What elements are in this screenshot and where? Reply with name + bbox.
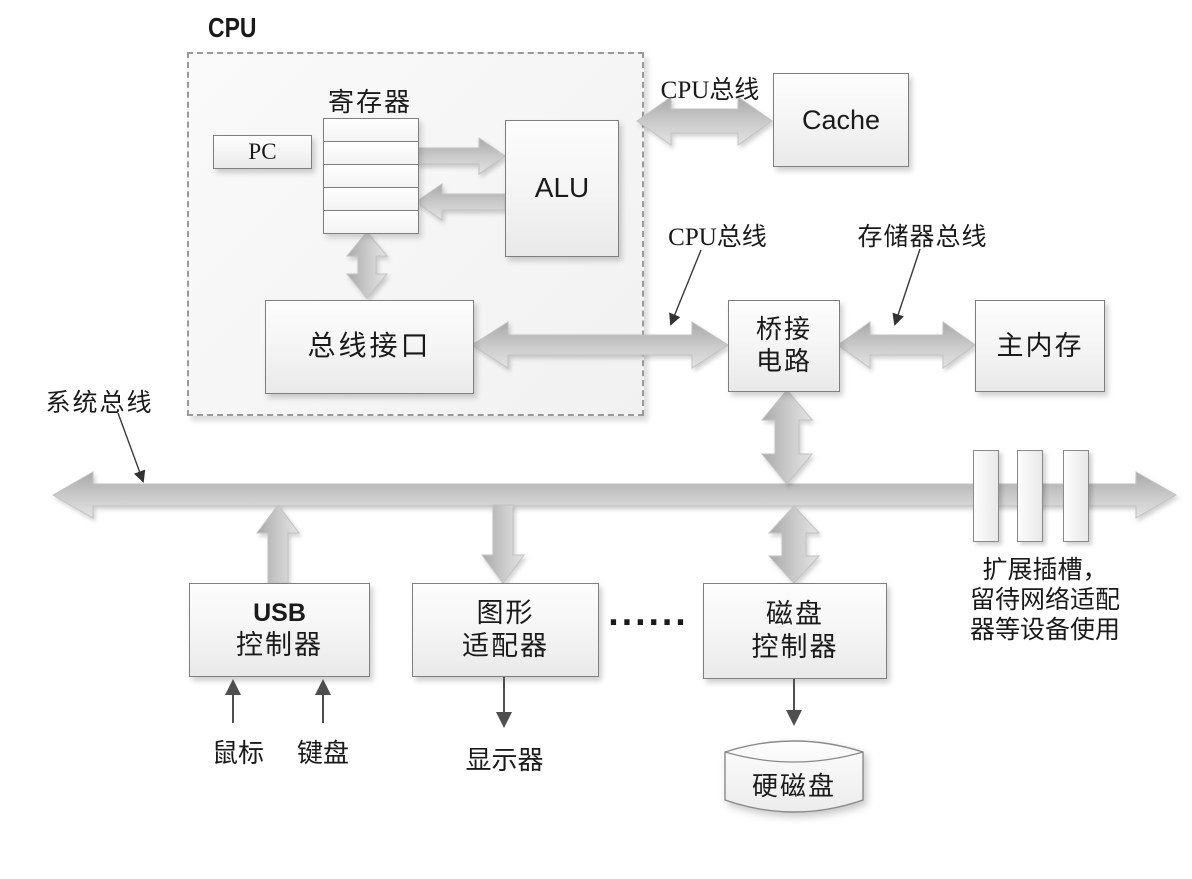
alu-label: ALU — [534, 172, 590, 204]
usb-systembus-arrow — [256, 504, 300, 584]
memory-bus-label: 存储器总线 — [857, 224, 988, 251]
register-cell — [324, 119, 418, 142]
bus-interface-label: 总线接口 — [307, 330, 432, 362]
expansion-slot — [1017, 450, 1043, 542]
register-cell — [324, 188, 418, 211]
usb-label-line2: 控制器 — [236, 629, 323, 660]
disk-label-line2: 控制器 — [751, 632, 839, 662]
registers-to-alu-arrow — [415, 137, 506, 175]
usb-label-line1: USB — [253, 599, 306, 628]
cache-label: Cache — [801, 104, 881, 135]
pc-box: PC — [213, 135, 312, 169]
system-bus-label: 系统总线 — [45, 390, 154, 417]
systembus-graphics-arrow — [481, 504, 525, 584]
bridge-label-line1: 桥接 — [755, 315, 812, 345]
display-label: 显示器 — [465, 746, 544, 775]
hard-disk-label: 硬磁盘 — [751, 772, 836, 801]
register-cell — [324, 142, 418, 165]
expansion-note: 扩展插槽， 留待网络适配 器等设备使用 — [950, 556, 1140, 646]
register-cell — [324, 211, 418, 233]
system-bus-pointer-arrow — [117, 412, 146, 483]
disk-controller-box: 磁盘 控制器 — [703, 583, 887, 679]
register-file — [323, 118, 419, 234]
expansion-slot — [973, 450, 999, 542]
bus-interface-box: 总线接口 — [265, 300, 474, 394]
expansion-slot — [1063, 450, 1089, 542]
bridge-mainmemory-arrow — [837, 321, 976, 369]
mouse-label: 鼠标 — [211, 739, 264, 768]
cache-box: Cache — [773, 73, 909, 167]
system-bus-arrow — [51, 471, 1178, 519]
expansion-note-line2: 留待网络适配 — [969, 587, 1120, 614]
cpu-cache-bus-arrow — [636, 96, 773, 146]
cpu-region-title: CPU — [208, 12, 257, 43]
alu-box: ALU — [505, 120, 619, 257]
systembus-disk-arrow — [767, 505, 821, 584]
businterface-bridge-arrow — [471, 321, 729, 369]
bridge-systembus-arrow — [760, 389, 814, 485]
graphics-adapter-box: 图形 适配器 — [412, 583, 599, 677]
expansion-note-line1: 扩展插槽， — [982, 557, 1108, 584]
bridge-box: 桥接 电路 — [728, 300, 840, 392]
alu-to-registers-arrow — [415, 183, 506, 221]
registers-label: 寄存器 — [327, 88, 412, 117]
main-memory-label: 主内存 — [996, 330, 1084, 361]
register-cell — [324, 165, 418, 188]
keyboard-label: 键盘 — [296, 739, 349, 768]
graphics-label-line1: 图形 — [476, 598, 535, 629]
cpu-bus-pointer-arrow — [669, 249, 702, 326]
disk-label-line1: 磁盘 — [766, 599, 824, 630]
usb-controller-box: USB 控制器 — [189, 583, 370, 677]
pc-label: PC — [248, 138, 277, 164]
graphics-label-line2: 适配器 — [462, 631, 549, 661]
more-devices-ellipsis: ...... — [607, 598, 689, 633]
expansion-note-line3: 器等设备使用 — [969, 617, 1120, 644]
main-memory-box: 主内存 — [975, 300, 1105, 392]
hard-disk-shape — [724, 740, 864, 813]
cpu-bus-mid-label: CPU总线 — [668, 224, 767, 251]
registers-businterface-arrow — [345, 231, 389, 299]
cpu-bus-top-label: CPU总线 — [660, 77, 760, 104]
memory-bus-pointer-arrow — [892, 248, 921, 326]
bridge-label-line2: 电路 — [755, 347, 812, 376]
